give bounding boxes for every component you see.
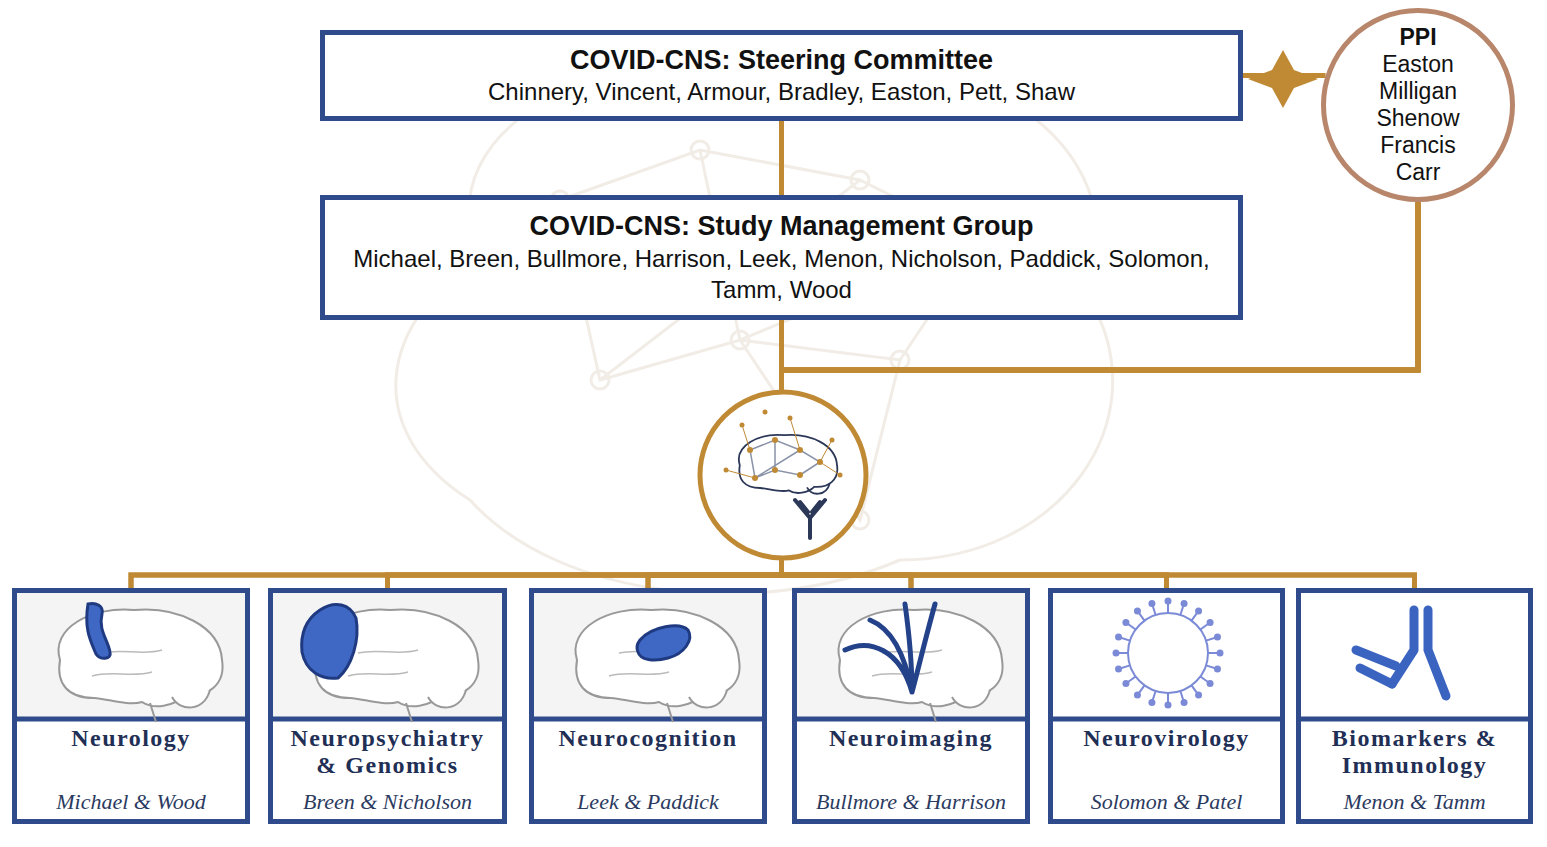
management-box: COVID-CNS: Study Management GroupMichael… xyxy=(320,195,1243,320)
node-body: Breen & Nicholson xyxy=(303,789,472,815)
node-body: Michael & Wood xyxy=(56,789,206,815)
node-heading: Neurovirology xyxy=(1083,725,1250,752)
link-star xyxy=(1248,50,1318,108)
node-body: Easton Milligan Shenow Francis Carr xyxy=(1376,51,1459,187)
domain-panels xyxy=(12,593,1533,719)
node-heading: COVID-CNS: Steering Committee xyxy=(570,44,993,76)
node-body: Solomon & Patel xyxy=(1091,789,1243,815)
virus-spike-tip xyxy=(1122,680,1129,687)
node-body: Leek & Paddick xyxy=(577,789,719,815)
node-heading: Neurocognition xyxy=(558,725,737,752)
virus-spike-tip xyxy=(1181,600,1188,607)
node-body: Chinnery, Vincent, Armour, Bradley, East… xyxy=(488,76,1075,107)
node-heading: Neuropsychiatry & Genomics xyxy=(277,725,498,779)
virus-spike-tip xyxy=(1207,680,1214,687)
node-heading: Biomarkers & Immunology xyxy=(1305,725,1524,779)
virus-spike-tip xyxy=(1113,650,1120,657)
neuropsychiatry-icon xyxy=(302,604,479,722)
virus-spike-tip xyxy=(1181,699,1188,706)
domain-box: NeurocognitionLeek & Paddick xyxy=(529,588,767,824)
node-heading: Neuroimaging xyxy=(829,725,993,752)
node-body: Bullmore & Harrison xyxy=(816,789,1006,815)
virus-spike-tip xyxy=(1165,702,1172,709)
virus-spike-tip xyxy=(1115,666,1122,673)
virus-spike-tip xyxy=(1134,607,1141,614)
virus-spike-tip xyxy=(1122,619,1129,626)
node-body: Michael, Breen, Bullmore, Harrison, Leek… xyxy=(339,243,1224,305)
neurology-icon xyxy=(59,603,223,722)
virus-spike-tip xyxy=(1134,692,1141,699)
virus-spike-tip xyxy=(1195,607,1202,614)
connector xyxy=(131,320,782,588)
virus-spike-tip xyxy=(1148,699,1155,706)
domain-box: Neuropsychiatry & GenomicsBreen & Nichol… xyxy=(268,588,507,824)
virus-spike-tip xyxy=(1207,619,1214,626)
connector xyxy=(782,320,1415,588)
virus-spike-tip xyxy=(1115,633,1122,640)
node-heading: PPI xyxy=(1399,24,1436,51)
virus-spike-tip xyxy=(1217,650,1224,657)
node-body: Menon & Tamm xyxy=(1343,789,1485,815)
ppi-circle: PPIEaston Milligan Shenow Francis Carr xyxy=(1321,8,1515,202)
domain-box: Biomarkers & ImmunologyMenon & Tamm xyxy=(1296,588,1533,824)
antibody-icon xyxy=(1356,610,1446,696)
neurocognition-icon xyxy=(576,609,740,722)
virus-spike-tip xyxy=(1148,600,1155,607)
virus-spike-tip xyxy=(1214,633,1221,640)
virus-spike-tip xyxy=(1195,692,1202,699)
virus-spike-tip xyxy=(1214,666,1221,673)
virus-spike-tip xyxy=(1165,598,1172,605)
watermark-network xyxy=(396,57,1113,594)
domain-box: NeurovirologySolomon & Patel xyxy=(1048,588,1285,824)
hub-brain-icon xyxy=(700,392,866,558)
node-heading: COVID-CNS: Study Management Group xyxy=(529,210,1033,242)
domain-box: NeuroimagingBullmore & Harrison xyxy=(792,588,1030,824)
neurovirology-icon xyxy=(1113,598,1224,709)
connector xyxy=(779,121,784,195)
domain-box: NeurologyMichael & Wood xyxy=(12,588,250,824)
neuroimaging-icon xyxy=(839,604,1003,722)
node-heading: Neurology xyxy=(71,725,191,752)
committee-box: COVID-CNS: Steering CommitteeChinnery, V… xyxy=(320,30,1243,121)
